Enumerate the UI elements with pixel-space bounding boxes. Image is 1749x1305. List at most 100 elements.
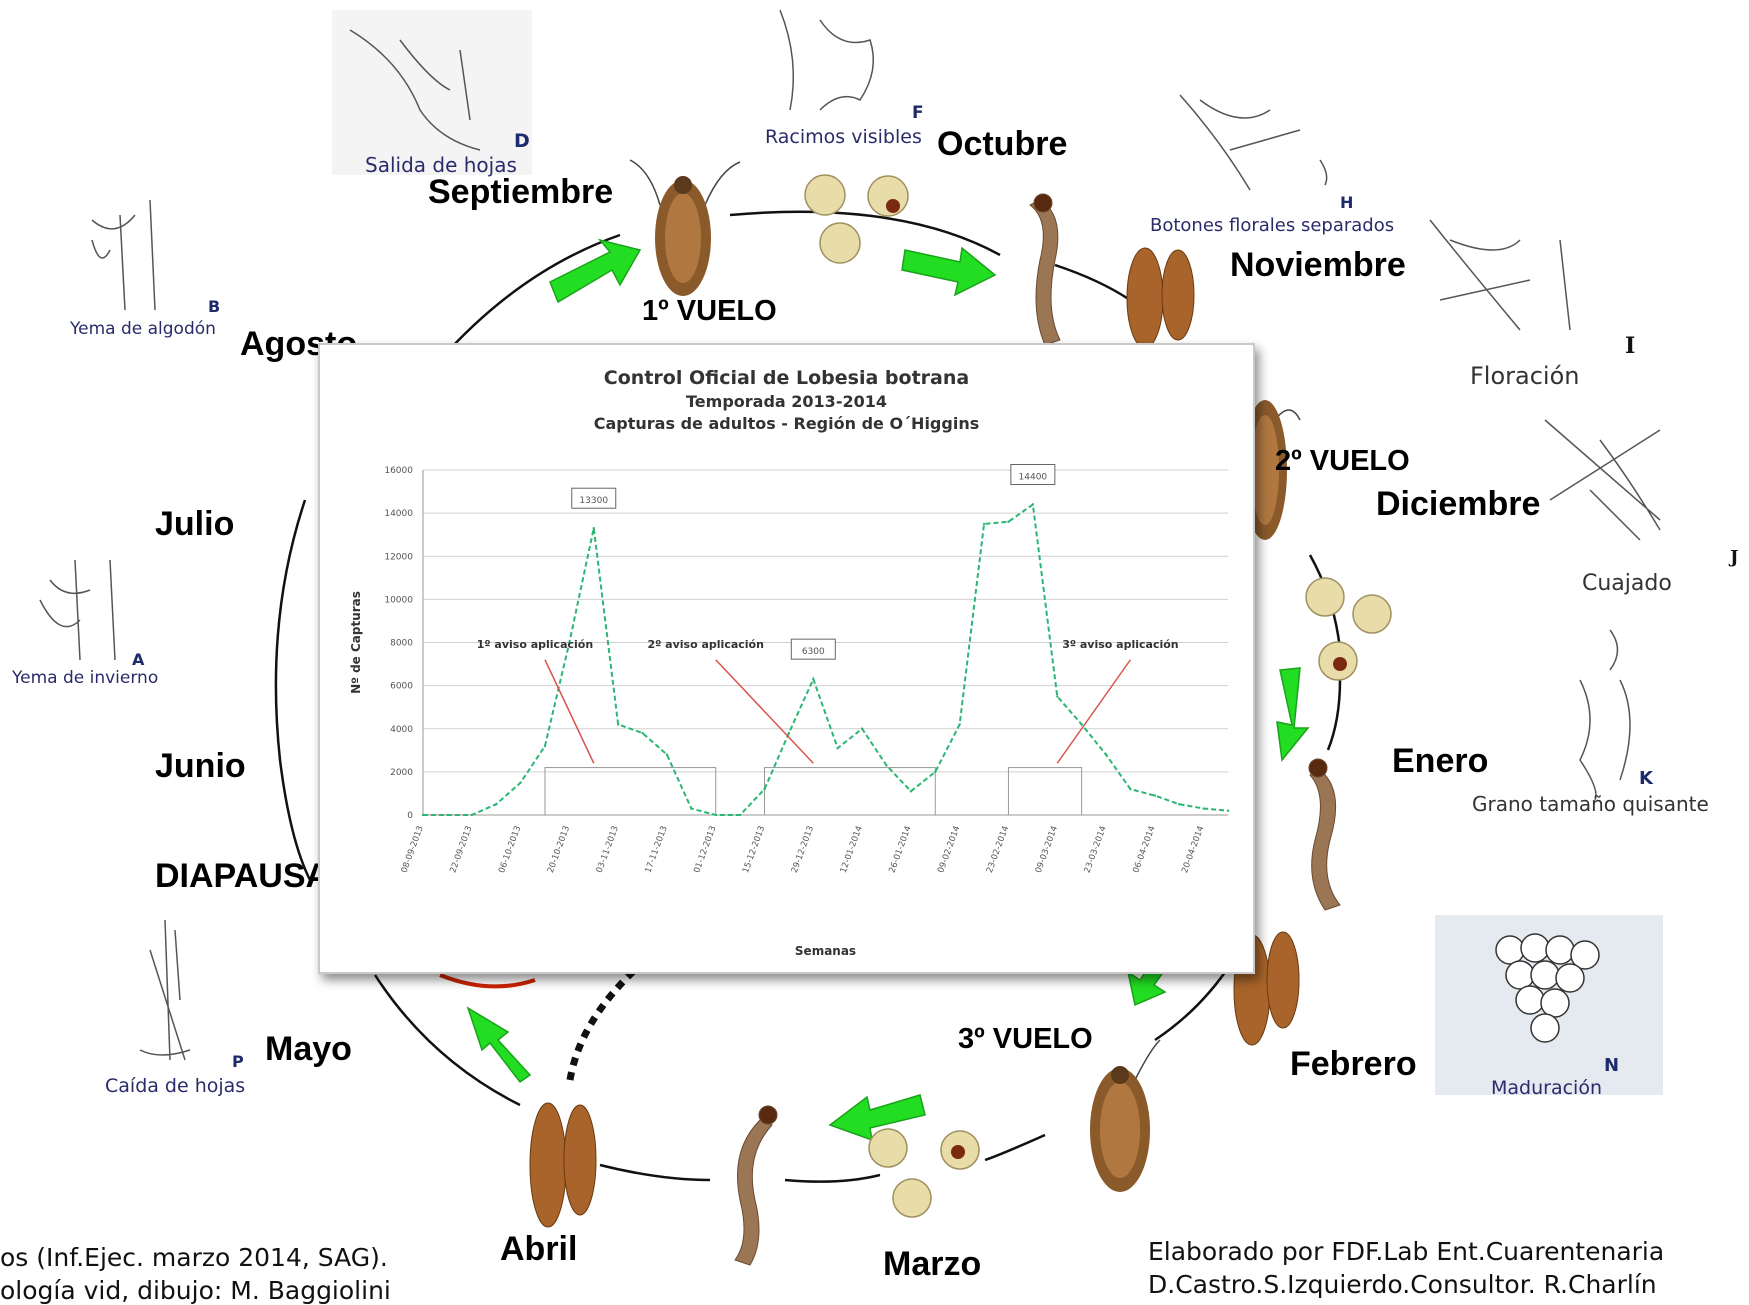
sketch-P (139, 919, 191, 1061)
data-point (934, 770, 937, 774)
sketch-A (39, 559, 116, 661)
flight-3-label: 3º VUELO (958, 1023, 1093, 1055)
data-point (519, 781, 522, 784)
diapausa-label: DIAPAUSA (155, 857, 331, 895)
annotation-label: 2º aviso aplicación (648, 638, 764, 651)
y-tick-label: 4000 (390, 725, 413, 735)
month-febrero: Febrero (1290, 1045, 1417, 1083)
data-point (1153, 794, 1157, 797)
data-point (1178, 803, 1181, 806)
data-point (787, 731, 791, 735)
x-tick-label: 26-01-2014 (887, 825, 913, 875)
month-junio: Junio (155, 747, 246, 785)
y-tick-label: 10000 (384, 595, 413, 605)
cycle-arc-top-right (1054, 263, 1131, 302)
month-abril: Abril (500, 1230, 578, 1268)
stage-K-letter: K (1639, 768, 1653, 789)
sketch-panel-D (332, 10, 532, 175)
month-diciembre: Diciembre (1376, 485, 1541, 523)
data-point (1202, 807, 1205, 810)
data-point (543, 744, 547, 748)
flight-1-label: 1º VUELO (642, 295, 777, 327)
captures-line-chart: 0200040006000800010000120001400016000133… (349, 464, 1230, 958)
data-point (885, 764, 888, 767)
sketch-B (91, 199, 156, 311)
month-julio: Julio (155, 505, 235, 543)
x-tick-label: 03-11-2013 (595, 825, 621, 875)
x-tick-label: 23-02-2014 (985, 825, 1011, 875)
green-arrow-1 (549, 238, 642, 304)
flight-2-label: 2º VUELO (1275, 445, 1410, 477)
pupae-3 (529, 1102, 597, 1228)
stage-D-letter: D (514, 130, 530, 152)
data-point (421, 813, 425, 817)
x-tick-label: 01-12-2013 (692, 825, 718, 875)
cycle-arc-bottom-right (984, 1133, 1046, 1162)
data-point (1129, 787, 1132, 791)
diapause-red-arc (439, 973, 536, 989)
stage-N-letter: N (1604, 1055, 1620, 1076)
stage-B-letter: B (208, 297, 221, 316)
stage-P-letter: P (232, 1052, 244, 1071)
annotation-arrow (1056, 659, 1132, 764)
data-point (1104, 753, 1108, 756)
stage-J-caption: Cuajado (1582, 571, 1672, 596)
stage-I-caption: Floración (1470, 362, 1580, 390)
credit-right-line-1: Elaborado por FDF.Lab Ent.Cuarentenaria (1148, 1237, 1665, 1266)
spray-window-box (1007, 767, 1083, 816)
x-tick-label: 20-04-2014 (1180, 825, 1206, 875)
y-tick-label: 16000 (384, 466, 413, 476)
data-point (860, 727, 864, 730)
captures-chart-panel: Control Oficial de Lobesia botrana Tempo… (318, 343, 1255, 974)
green-arrow-5 (828, 1094, 926, 1142)
month-enero: Enero (1392, 742, 1489, 780)
larva-3 (734, 1105, 778, 1266)
data-point (616, 723, 620, 726)
data-point (690, 807, 693, 810)
moth-flight-3 (1090, 1039, 1161, 1192)
data-point (568, 641, 571, 644)
x-tick-label: 29-12-2013 (790, 825, 816, 875)
stage-D-caption: Salida de hojas (365, 153, 517, 177)
larva-1 (1029, 193, 1061, 346)
sketch-K (1579, 629, 1631, 801)
month-septiembre: Septiembre (428, 173, 614, 211)
y-tick-label: 2000 (390, 768, 413, 778)
x-tick-label: 23-03-2014 (1083, 825, 1109, 875)
stage-A-letter: A (132, 650, 145, 669)
x-tick-label: 17-11-2013 (643, 825, 669, 875)
annotation-label: 3º aviso aplicación (1062, 638, 1178, 651)
stage-J-letter: J (1730, 547, 1739, 568)
x-tick-label: 15-12-2013 (741, 825, 767, 875)
peak-label-box (1010, 464, 1056, 485)
x-tick-label: 22-09-2013 (448, 825, 474, 875)
data-point (836, 746, 839, 750)
spray-window-box (544, 767, 717, 816)
annotation-arrow (715, 659, 814, 764)
eggs-cluster-1 (804, 174, 909, 264)
green-arrow-3 (1276, 667, 1310, 762)
data-point (714, 813, 717, 817)
diapause-dotted-path (566, 962, 643, 1081)
eggs-cluster-2 (1305, 577, 1392, 681)
credit-right-line-2: D.Castro.S.Izquierdo.Consultor. R.Charlí… (1148, 1270, 1657, 1299)
eggs-cluster-3 (868, 1128, 980, 1218)
x-axis-title: Semanas (795, 944, 856, 958)
annotation-label: 1º aviso aplicación (477, 638, 593, 651)
chart-title-line-3: Capturas de adultos - Región de O´Higgin… (593, 414, 980, 433)
data-point (494, 803, 498, 806)
data-point (738, 813, 742, 817)
cycle-arc-top-left (439, 233, 621, 361)
stage-I-letter: I (1625, 333, 1636, 359)
y-tick-label: 6000 (390, 682, 413, 692)
captures-series-line (423, 502, 1229, 816)
green-arrow-2 (901, 246, 997, 297)
data-point (812, 677, 815, 681)
chart-title-line-2: Temporada 2013-2014 (686, 392, 887, 411)
stage-H-letter: H (1340, 193, 1354, 212)
month-marzo: Marzo (883, 1245, 982, 1283)
stage-B-caption: Yema de algodón (70, 319, 216, 339)
x-tick-label: 08-09-2013 (400, 825, 426, 875)
x-tick-label: 09-03-2014 (1034, 825, 1060, 875)
